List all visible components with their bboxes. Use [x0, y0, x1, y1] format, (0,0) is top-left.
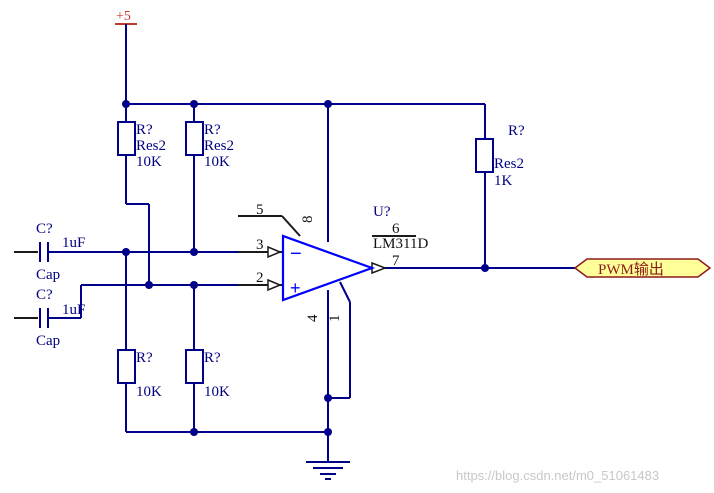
power-symbol: +5	[115, 9, 137, 104]
resistor-ref: R?	[136, 122, 153, 138]
resistor-top-mid: R? Res2 10K	[185, 121, 234, 252]
capacitor-ref: C?	[36, 287, 53, 303]
pin-number: 7	[392, 253, 400, 269]
resistor-type: Res2	[204, 138, 234, 154]
resistor-bottom-mid: R? 10K	[185, 285, 230, 432]
resistor-pullup: R? Res2 1K	[475, 123, 525, 268]
comparator-part: LM311D	[373, 236, 428, 252]
comparator-lm311: − + U? LM311D	[281, 204, 428, 302]
pin-number: 1	[327, 315, 343, 323]
resistor-bottom-left: R? 10K	[117, 252, 162, 432]
resistor-value: 1K	[494, 173, 513, 189]
plus-sign: +	[290, 278, 301, 298]
capacitor-top: C? 1uF Cap	[14, 221, 268, 283]
capacitor-value: 1uF	[62, 302, 85, 318]
power-label: +5	[116, 9, 131, 24]
pwm-label-text: PWM输出	[598, 261, 664, 278]
comparator-ref: U?	[373, 204, 391, 220]
ground-rail	[126, 281, 351, 462]
pin-number: 4	[305, 314, 321, 322]
pwm-net-label: PWM输出	[573, 258, 712, 278]
resistor-value: 10K	[136, 384, 162, 400]
capacitor-value: 1uF	[62, 235, 85, 251]
capacitor-type: Cap	[36, 267, 60, 283]
capacitor-ref: C?	[36, 221, 53, 237]
pin-number: 6	[392, 221, 400, 237]
junctions	[122, 100, 489, 436]
resistor-ref: R?	[204, 122, 221, 138]
resistor-value: 10K	[136, 154, 162, 170]
resistor-ref: R?	[508, 123, 525, 139]
resistor-ref: R?	[204, 350, 221, 366]
capacitor-type: Cap	[36, 333, 60, 349]
watermark: https://blog.csdn.net/m0_51061483	[456, 468, 659, 483]
minus-sign: −	[290, 243, 302, 265]
pin-number: 3	[256, 237, 264, 253]
resistor-type: Res2	[136, 138, 166, 154]
resistor-value: 10K	[204, 384, 230, 400]
resistor-ref: R?	[136, 350, 153, 366]
ground-icon	[306, 461, 350, 480]
resistor-value: 10K	[204, 154, 230, 170]
resistor-type: Res2	[494, 156, 524, 172]
resistor-top-left: R? Res2 10K	[117, 121, 166, 285]
comparator-pins: 5 3 2 6 7 8 4 1	[238, 202, 575, 322]
pin-number: 8	[300, 216, 316, 224]
capacitor-bottom: C? 1uF Cap	[14, 284, 268, 349]
pin-number: 2	[256, 270, 264, 286]
pin-number: 5	[256, 202, 264, 218]
